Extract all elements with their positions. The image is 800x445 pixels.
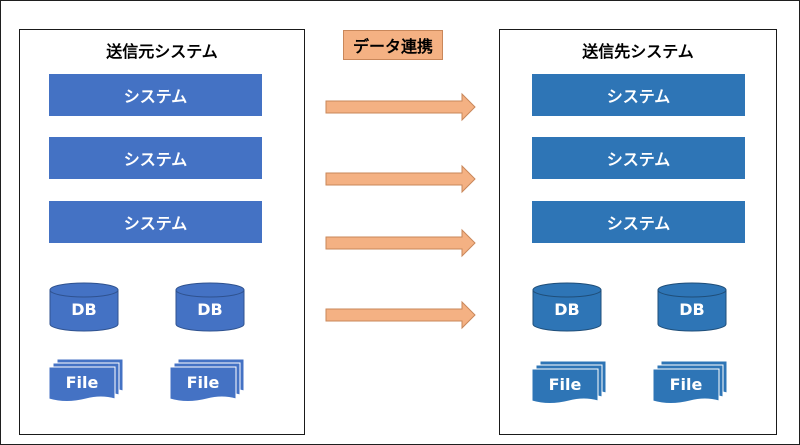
target-file-stack-1: File (531, 360, 608, 406)
source-file-label-2: File (186, 373, 220, 392)
target-db-cylinder-1: DB (532, 282, 602, 332)
multi-document-icon (48, 358, 124, 402)
target-db-label-2: DB (679, 300, 705, 319)
source-db-cylinder-2: DB (175, 282, 245, 332)
database-icon (49, 282, 119, 332)
flow-arrow-3 (325, 228, 476, 258)
right-arrow-icon (325, 164, 476, 194)
flow-arrow-1 (325, 92, 476, 122)
source-file-stack-2: File (169, 358, 246, 404)
flow-arrow-4 (325, 300, 476, 330)
target-file-label-2: File (669, 375, 703, 394)
target-system-title: 送信先システム (582, 42, 694, 61)
source-db-label-1: DB (71, 300, 97, 319)
target-file-label-1: File (548, 375, 582, 394)
source-system-title: 送信元システム (106, 42, 218, 61)
flow-arrow-2 (325, 164, 476, 194)
source-system-box-1: システム (49, 74, 262, 116)
target-system-panel: 送信先システム システム システム システム DB DB File (499, 29, 777, 435)
source-system-box-3: システム (49, 201, 262, 243)
target-file-stack-2: File (652, 360, 729, 406)
source-db-cylinder-1: DB (49, 282, 119, 332)
data-link-badge: データ連携 (343, 30, 443, 60)
multi-document-icon (531, 360, 607, 404)
database-icon (657, 282, 727, 332)
right-arrow-icon (325, 300, 476, 330)
source-db-label-2: DB (197, 300, 223, 319)
right-arrow-icon (325, 92, 476, 122)
source-system-box-2: システム (49, 137, 262, 179)
database-icon (175, 282, 245, 332)
right-arrow-icon (325, 228, 476, 258)
source-system-panel: 送信元システム システム システム システム DB DB File (19, 29, 305, 435)
source-file-stack-1: File (48, 358, 125, 404)
target-db-label-1: DB (554, 300, 580, 319)
target-db-cylinder-2: DB (657, 282, 727, 332)
target-system-box-3: システム (532, 201, 745, 243)
target-system-box-1: システム (532, 74, 745, 116)
source-file-label-1: File (65, 373, 99, 392)
multi-document-icon (169, 358, 245, 402)
target-system-box-2: システム (532, 137, 745, 179)
database-icon (532, 282, 602, 332)
multi-document-icon (652, 360, 728, 404)
